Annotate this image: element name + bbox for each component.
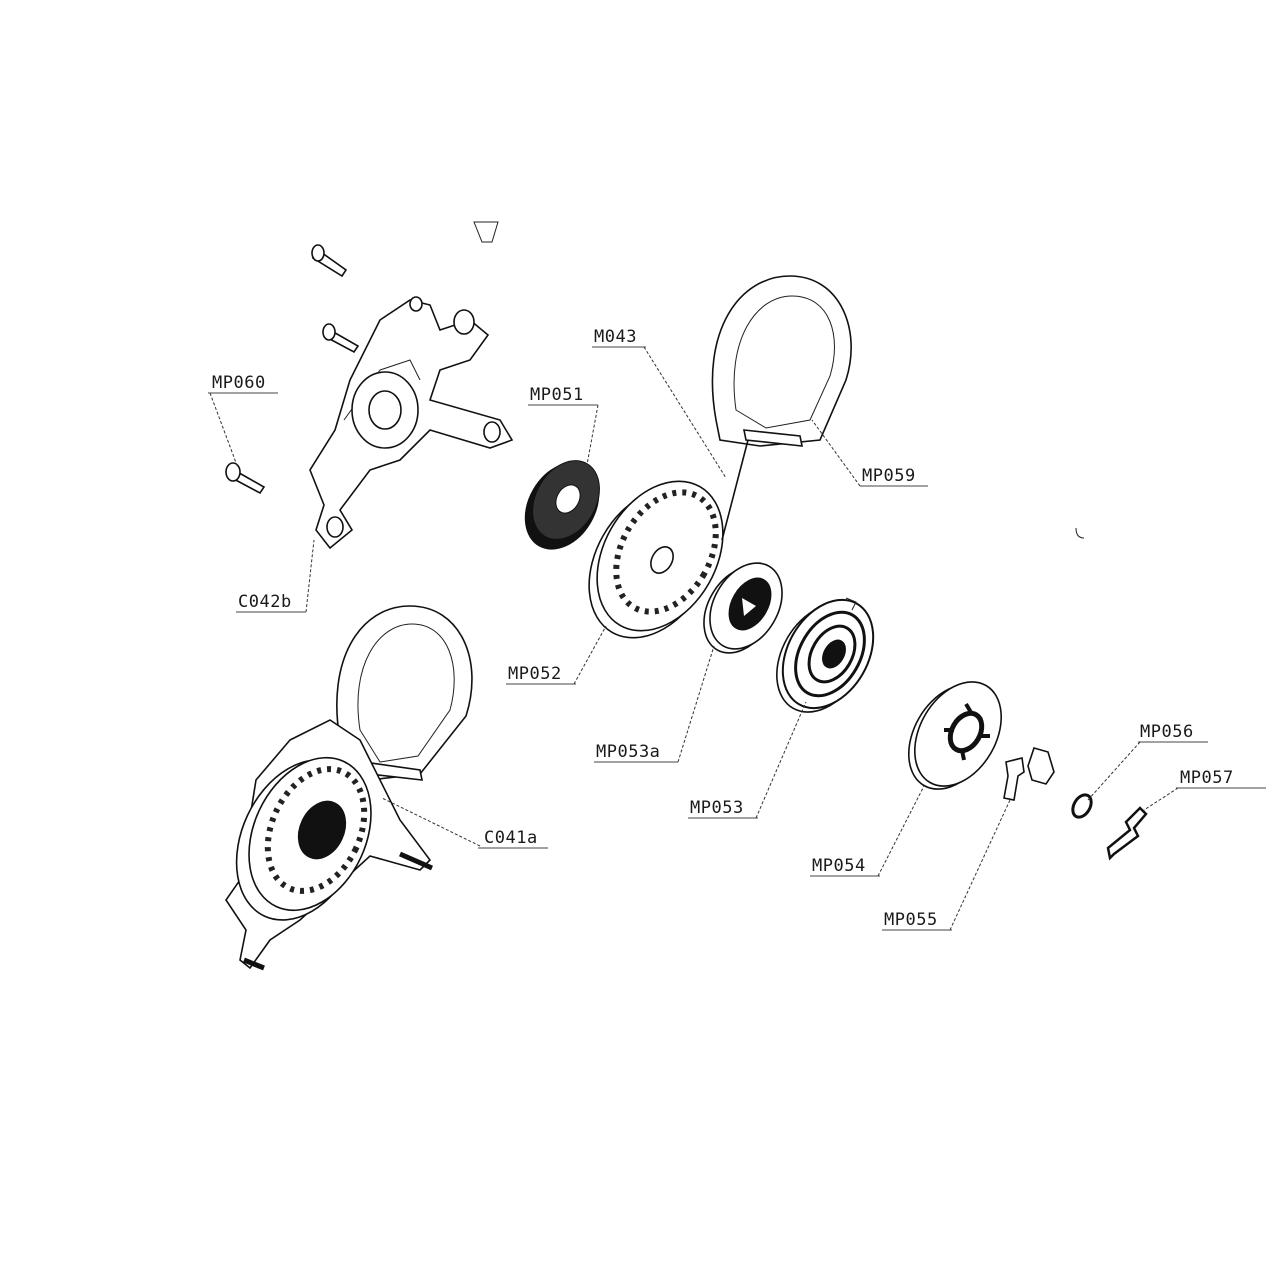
part-label-m043: M043 xyxy=(592,327,646,348)
bolt-mp060 xyxy=(225,462,266,495)
part-label-c041a: C041a xyxy=(478,828,548,849)
starter-handle-mp059 xyxy=(711,275,852,447)
svg-text:C041a: C041a xyxy=(484,828,538,848)
pawls-mp055 xyxy=(1003,747,1055,801)
part-label-mp052: MP052 xyxy=(506,664,576,685)
leader-mp057 xyxy=(1143,787,1179,811)
leader-c042b xyxy=(305,539,315,613)
leader-mp053 xyxy=(755,701,807,819)
svg-text:C042b: C042b xyxy=(238,592,292,612)
svg-text:MP053: MP053 xyxy=(690,798,744,818)
part-label-mp051: MP051 xyxy=(528,385,598,406)
part-label-mp053: MP053 xyxy=(688,798,758,819)
svg-text:MP054: MP054 xyxy=(812,856,866,876)
bracket-assembly-upper xyxy=(225,244,514,550)
part-label-mp057: MP057 xyxy=(1176,768,1266,789)
part-label-mp059: MP059 xyxy=(860,466,928,487)
starter-rope-m043 xyxy=(721,439,749,541)
svg-text:MP053a: MP053a xyxy=(596,742,660,762)
leader-mp060 xyxy=(209,392,239,469)
part-label-mp055: MP055 xyxy=(882,910,952,931)
part-label-mp056: MP056 xyxy=(1138,722,1208,743)
leader-mp059 xyxy=(811,419,861,487)
svg-text:MP057: MP057 xyxy=(1180,768,1234,788)
ring-mp056 xyxy=(1071,793,1093,819)
part-label-c042b: C042b xyxy=(236,592,306,613)
assembled-starter-c041a xyxy=(225,605,473,971)
svg-text:MP051: MP051 xyxy=(530,385,584,405)
svg-text:MP060: MP060 xyxy=(212,373,266,393)
bolt-top xyxy=(311,244,348,278)
bolt-middle xyxy=(322,323,360,354)
fragment-mark xyxy=(1075,527,1085,539)
washer-mp051 xyxy=(524,460,600,550)
part-label-mp053a: MP053a xyxy=(594,742,678,763)
cover-disc-mp054 xyxy=(907,681,1003,790)
leader-m043 xyxy=(643,346,727,479)
fragment-mark xyxy=(473,221,499,243)
pulley-mp052 xyxy=(588,480,724,639)
leader-mp051 xyxy=(585,404,599,471)
leader-mp054 xyxy=(877,785,925,877)
part-label-mp060: MP060 xyxy=(208,373,278,394)
leader-mp052 xyxy=(573,625,607,685)
clip-mp057 xyxy=(1106,806,1148,861)
svg-text:MP055: MP055 xyxy=(884,910,938,930)
spring-mp053 xyxy=(776,597,875,713)
svg-text:MP052: MP052 xyxy=(508,664,562,684)
part-label-mp054: MP054 xyxy=(810,856,880,877)
bearing-mp053a xyxy=(703,562,783,654)
svg-text:M043: M043 xyxy=(594,327,637,347)
leader-c041a xyxy=(381,797,481,847)
svg-text:MP059: MP059 xyxy=(862,466,916,486)
svg-text:MP056: MP056 xyxy=(1140,722,1194,742)
leader-mp053a xyxy=(677,645,715,763)
leader-mp056 xyxy=(1087,741,1141,801)
leader-mp055 xyxy=(949,799,1011,931)
